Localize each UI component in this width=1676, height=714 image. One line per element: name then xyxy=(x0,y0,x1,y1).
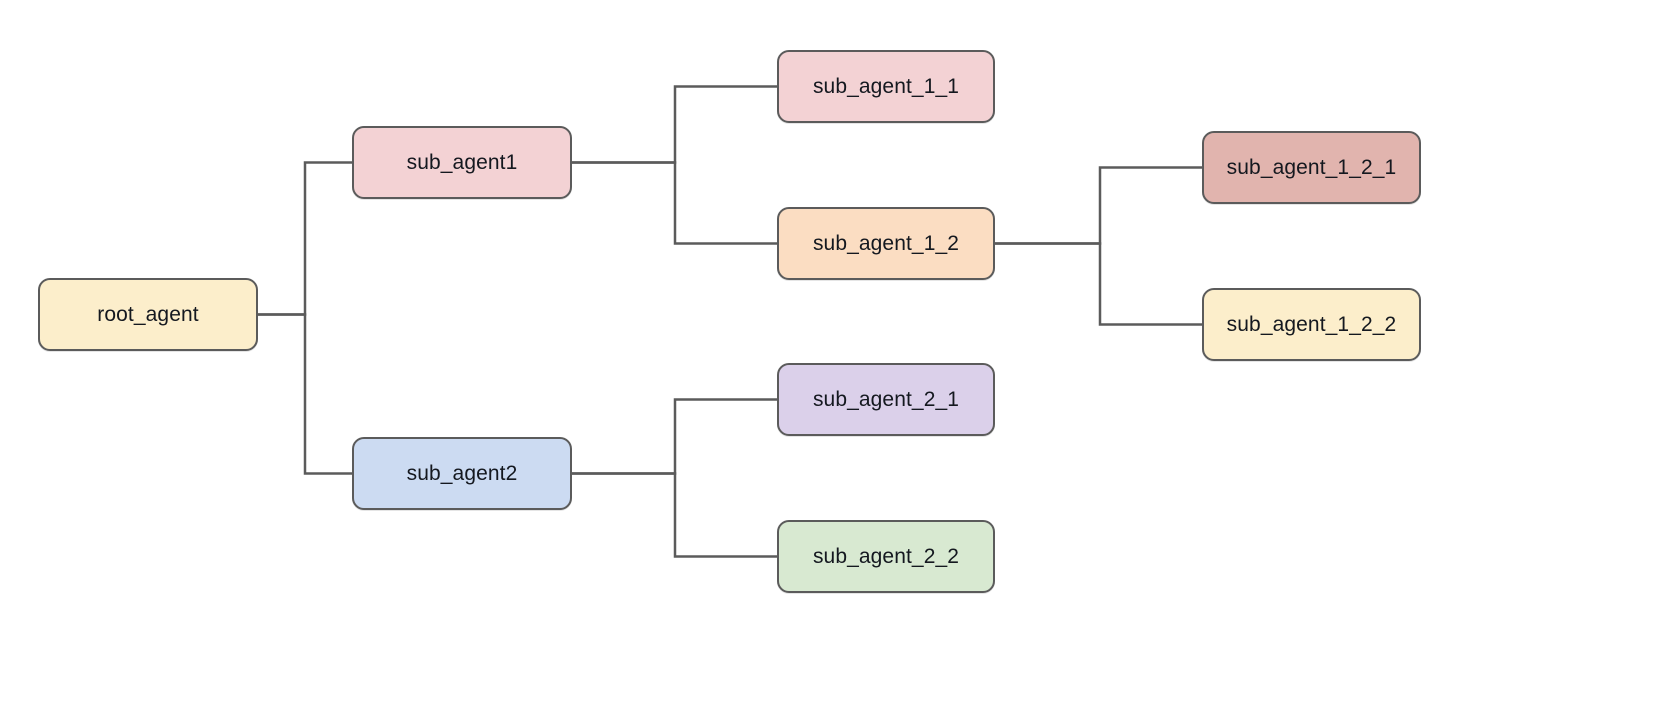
node-sub_agent2[interactable]: sub_agent2 xyxy=(352,437,572,510)
node-sub_agent_2_2[interactable]: sub_agent_2_2 xyxy=(777,520,995,593)
edge-sub_agent2-to-sub_agent_2_2 xyxy=(570,472,779,558)
node-label-sub_agent_1_2_1: sub_agent_1_2_1 xyxy=(1226,155,1397,179)
node-label-sub_agent1: sub_agent1 xyxy=(406,150,518,174)
node-label-sub_agent2: sub_agent2 xyxy=(406,461,518,485)
node-label-root_agent: root_agent xyxy=(97,302,199,326)
node-label-sub_agent_1_2_2: sub_agent_1_2_2 xyxy=(1226,312,1397,336)
edge-sub_agent1-to-sub_agent_1_1 xyxy=(570,85,779,164)
edge-sub_agent1-to-sub_agent_1_2 xyxy=(570,161,779,245)
node-sub_agent_1_2_1[interactable]: sub_agent_1_2_1 xyxy=(1202,131,1421,204)
node-root_agent[interactable]: root_agent xyxy=(38,278,258,351)
edge-sub_agent2-to-sub_agent_2_1 xyxy=(570,398,779,475)
node-label-sub_agent_1_1: sub_agent_1_1 xyxy=(812,74,960,98)
node-sub_agent_1_2[interactable]: sub_agent_1_2 xyxy=(777,207,995,280)
node-sub_agent_2_1[interactable]: sub_agent_2_1 xyxy=(777,363,995,436)
node-sub_agent_1_2_2[interactable]: sub_agent_1_2_2 xyxy=(1202,288,1421,361)
node-sub_agent1[interactable]: sub_agent1 xyxy=(352,126,572,199)
node-label-sub_agent_2_1: sub_agent_2_1 xyxy=(812,387,960,411)
edge-root_agent-to-sub_agent2 xyxy=(256,313,354,475)
edge-root_agent-to-sub_agent1 xyxy=(256,161,354,316)
node-label-sub_agent_1_2: sub_agent_1_2 xyxy=(812,231,960,255)
node-label-sub_agent_2_2: sub_agent_2_2 xyxy=(812,544,960,568)
edge-sub_agent_1_2-to-sub_agent_1_2_2 xyxy=(993,242,1204,326)
node-sub_agent_1_1[interactable]: sub_agent_1_1 xyxy=(777,50,995,123)
edge-sub_agent_1_2-to-sub_agent_1_2_1 xyxy=(993,166,1204,245)
